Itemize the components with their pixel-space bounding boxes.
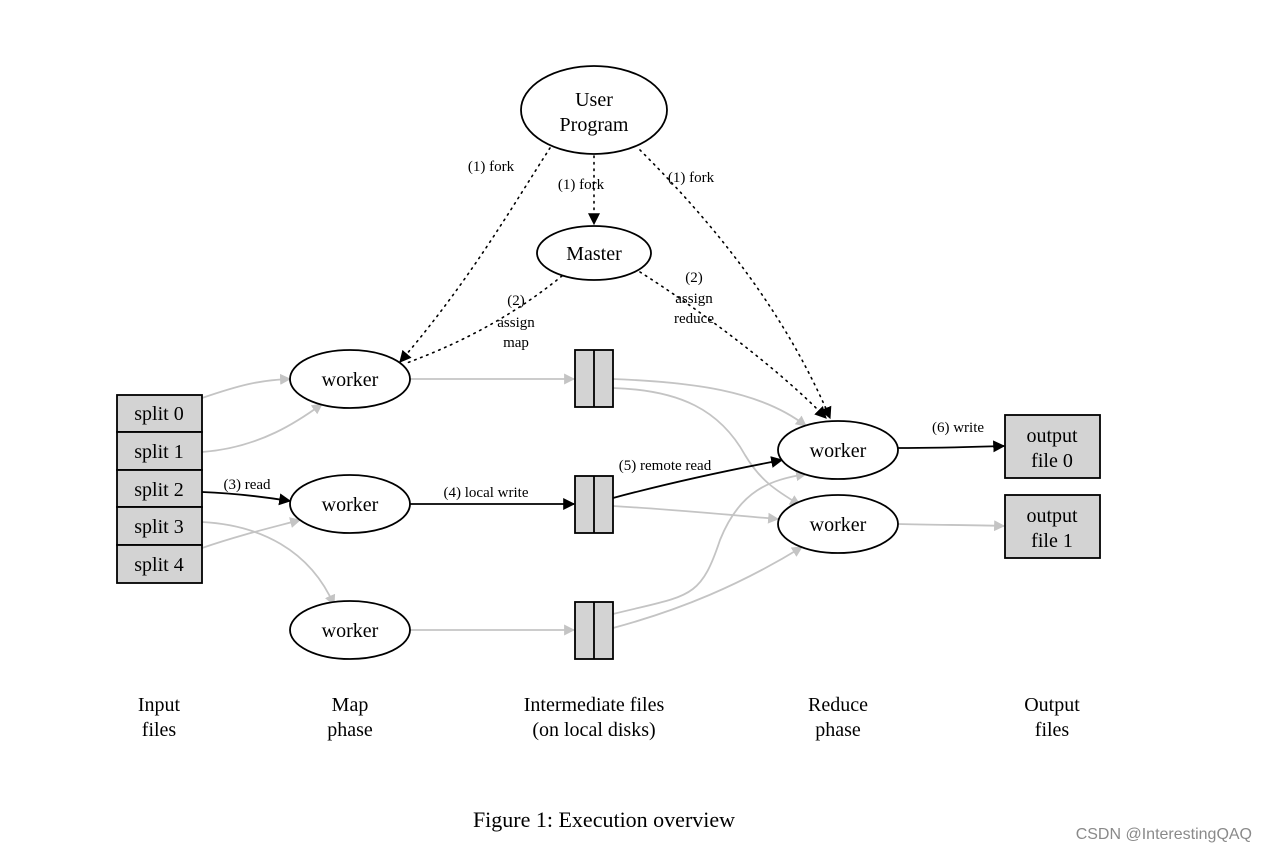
split-box-2: split 2 — [116, 469, 203, 508]
edge-file1-to-reduce1 — [612, 378, 807, 427]
worker-label: worker — [322, 494, 379, 516]
edge-fork-user-to-map-worker — [399, 147, 551, 363]
split-label: split 2 — [134, 479, 183, 501]
column-label-input-line2: files — [142, 719, 177, 741]
data-edges-black — [201, 440, 1006, 510]
worker-label: worker — [810, 514, 867, 536]
edge-split1-to-worker1 — [201, 403, 323, 453]
figure-caption: Figure 1: Execution overview — [473, 807, 735, 832]
column-label-input-line1: Input — [138, 694, 181, 716]
split-box-0: split 0 — [116, 394, 203, 433]
edge-split3-to-worker3 — [201, 521, 336, 607]
output-file-0: output file 0 — [1004, 414, 1101, 479]
edge-label-fork-center: (1) fork — [558, 177, 605, 193]
output-label-line2: file 1 — [1031, 530, 1073, 552]
column-label-map-line2: phase — [327, 719, 373, 741]
column-label-reduce-line1: Reduce — [808, 694, 868, 716]
reduce-worker-1: worker — [777, 420, 899, 480]
edge-label-assign-map-line2: assign — [497, 315, 535, 331]
intermediate-file-3 — [574, 601, 614, 660]
watermark: CSDN @InterestingQAQ — [1075, 826, 1252, 843]
edge-assign-map — [403, 275, 563, 365]
edge-file3-to-reduce2 — [612, 546, 803, 629]
edge-label-read: (3) read — [223, 477, 271, 493]
edge-label-assign-map-line3: map — [503, 335, 529, 351]
edge-label-fork-left: (1) fork — [468, 159, 515, 175]
worker-label: worker — [322, 620, 379, 642]
user-program-label-line1: User — [575, 89, 613, 111]
edge-label-local-write: (4) local write — [444, 485, 529, 501]
column-label-output-line1: Output — [1024, 694, 1080, 716]
edge-file1-to-reduce2 — [612, 387, 801, 506]
column-label-output-line2: files — [1035, 719, 1070, 741]
edge-labels: (1) fork (1) fork (1) fork (2) assign ma… — [223, 159, 984, 501]
edge-label-assign-map-line1: (2) — [507, 293, 525, 309]
column-label-reduce-line2: phase — [815, 719, 861, 741]
edge-reduce2-to-output1 — [897, 520, 1006, 532]
intermediate-file-1 — [574, 349, 614, 408]
map-worker-1: worker — [289, 349, 411, 409]
edge-label-fork-right: (1) fork — [668, 170, 715, 186]
master-node: Master — [536, 225, 652, 281]
map-worker-2: worker — [289, 474, 411, 534]
user-program-node: User Program — [520, 65, 668, 155]
output-label-line1: output — [1026, 425, 1078, 447]
worker-label: worker — [322, 369, 379, 391]
edge-split0-to-worker1 — [201, 373, 292, 399]
master-label: Master — [566, 243, 622, 265]
edge-label-remote-read: (5) remote read — [619, 458, 712, 474]
output-file-1: output file 1 — [1004, 494, 1101, 559]
intermediate-file-2 — [574, 475, 614, 534]
split-box-3: split 3 — [116, 506, 203, 546]
edge-label-assign-reduce-line1: (2) — [685, 270, 703, 286]
output-label-line2: file 0 — [1031, 450, 1073, 472]
map-worker-3: worker — [289, 600, 411, 660]
split-label: split 4 — [134, 554, 183, 576]
edge-label-assign-reduce-line3: reduce — [674, 311, 714, 327]
edge-fork-user-to-reduce-worker — [639, 149, 832, 420]
edge-split4-to-worker2 — [201, 517, 302, 549]
split-box-1: split 1 — [116, 431, 203, 471]
output-label-line1: output — [1026, 505, 1078, 527]
split-label: split 1 — [134, 441, 183, 463]
edge-file3-to-reduce1 — [612, 470, 808, 615]
edge-label-write: (6) write — [932, 420, 984, 436]
data-edges-grey — [201, 373, 1006, 636]
worker-label: worker — [810, 440, 867, 462]
edge-label-assign-reduce-line2: assign — [675, 291, 713, 307]
input-files: split 0 split 1 split 2 split 3 split 4 — [116, 394, 203, 584]
split-label: split 3 — [134, 516, 183, 538]
edge-read-split2-to-worker2 — [201, 491, 292, 506]
column-label-intermediate-line2: (on local disks) — [532, 719, 655, 741]
column-labels: Input files Map phase Intermediate files… — [138, 694, 1080, 741]
user-program-label-line2: Program — [560, 114, 629, 136]
edge-assign-reduce — [639, 271, 827, 419]
control-edges — [399, 147, 832, 420]
edge-file2-to-reduce2 — [612, 505, 780, 524]
reduce-worker-2: worker — [777, 494, 899, 554]
edge-write-reduce1-to-output0 — [897, 440, 1006, 453]
column-label-map-line1: Map — [332, 694, 369, 716]
split-label: split 0 — [134, 403, 183, 425]
split-box-4: split 4 — [116, 544, 203, 584]
column-label-intermediate-line1: Intermediate files — [524, 694, 665, 716]
edge-remote-read — [612, 456, 784, 499]
